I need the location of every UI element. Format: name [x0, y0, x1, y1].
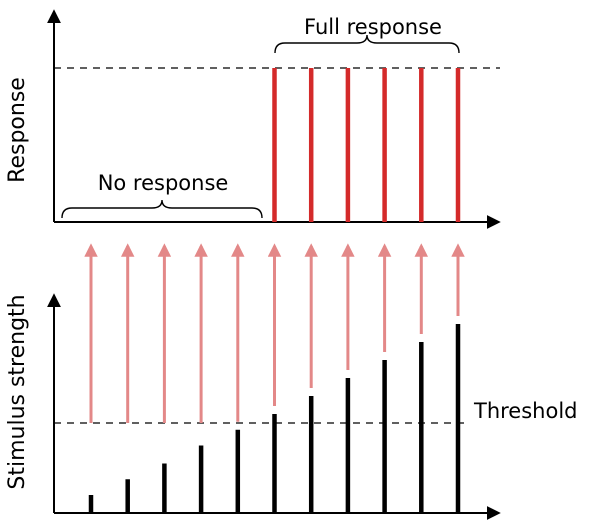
no-response-label: No response [98, 171, 229, 195]
stimulus-bar-group [88, 324, 461, 513]
arrow-group [84, 243, 465, 423]
full-response-label: Full response [304, 15, 442, 39]
stimulus-axis-label: Stimulus strength [5, 294, 30, 489]
response-bar-group [272, 68, 461, 222]
response-axis-label: Response [5, 77, 30, 183]
full-response-brace [274, 34, 460, 54]
threshold-label: Threshold [473, 399, 578, 423]
no-response-brace [61, 199, 263, 219]
